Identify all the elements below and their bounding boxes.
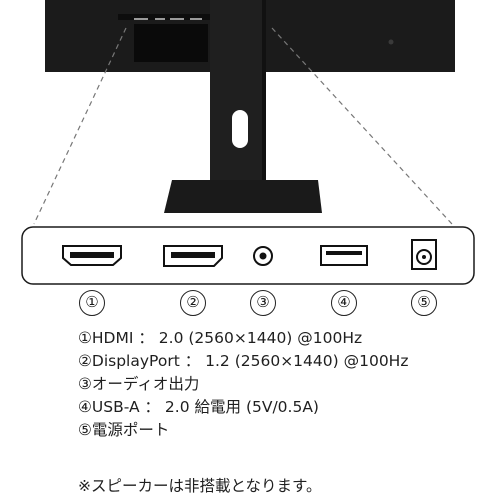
port-marker-4: ④ bbox=[331, 290, 357, 316]
io-panel-outline bbox=[21, 226, 475, 285]
spec-marker: ③ bbox=[78, 375, 92, 393]
kensington-lock-icon bbox=[388, 39, 394, 45]
callout-line-left bbox=[33, 27, 127, 225]
stand-base bbox=[164, 180, 322, 213]
port-marker-1: ① bbox=[79, 290, 105, 316]
port-marker-2: ② bbox=[180, 290, 206, 316]
spec-marker: ② bbox=[78, 352, 92, 370]
spec-text: HDMI ： 2.0 (2560×1440) @100Hz bbox=[91, 329, 363, 347]
spec-text: オーディオ出力 bbox=[91, 375, 200, 393]
spec-usb-a: ④USB-A ： 2.0 給電用 (5V/0.5A) bbox=[78, 396, 408, 419]
dc-power-port-icon bbox=[411, 239, 437, 270]
port-marker-5: ⑤ bbox=[411, 290, 437, 316]
spec-marker: ④ bbox=[78, 398, 92, 416]
spec-text: 電源ポート bbox=[91, 421, 170, 439]
usb-a-port-icon bbox=[320, 245, 368, 266]
monitor-io-recess bbox=[118, 14, 210, 20]
spec-marker: ⑤ bbox=[78, 421, 92, 439]
hdmi-port-icon bbox=[62, 245, 122, 266]
spec-text: DisplayPort ： 1.2 (2560×1440) @100Hz bbox=[91, 352, 409, 370]
audio-jack-icon bbox=[253, 246, 273, 266]
stand-neck bbox=[210, 0, 266, 196]
port-spec-list: ①HDMI ： 2.0 (2560×1440) @100Hz ②DisplayP… bbox=[78, 327, 408, 442]
displayport-port-icon bbox=[163, 245, 223, 267]
cable-hole bbox=[232, 110, 248, 148]
spec-marker: ① bbox=[78, 329, 92, 347]
monitor-io-block bbox=[134, 24, 208, 62]
stand-neck-edge bbox=[262, 0, 266, 196]
spec-hdmi: ①HDMI ： 2.0 (2560×1440) @100Hz bbox=[78, 327, 408, 350]
port-marker-3: ③ bbox=[250, 290, 276, 316]
spec-displayport: ②DisplayPort ： 1.2 (2560×1440) @100Hz bbox=[78, 350, 408, 373]
spec-power-port: ⑤電源ポート bbox=[78, 419, 408, 442]
spec-audio-out: ③オーディオ出力 bbox=[78, 373, 408, 396]
spec-text: USB-A ： 2.0 給電用 (5V/0.5A) bbox=[91, 398, 319, 416]
speaker-note: ※スピーカーは非搭載となります。 bbox=[78, 477, 322, 495]
